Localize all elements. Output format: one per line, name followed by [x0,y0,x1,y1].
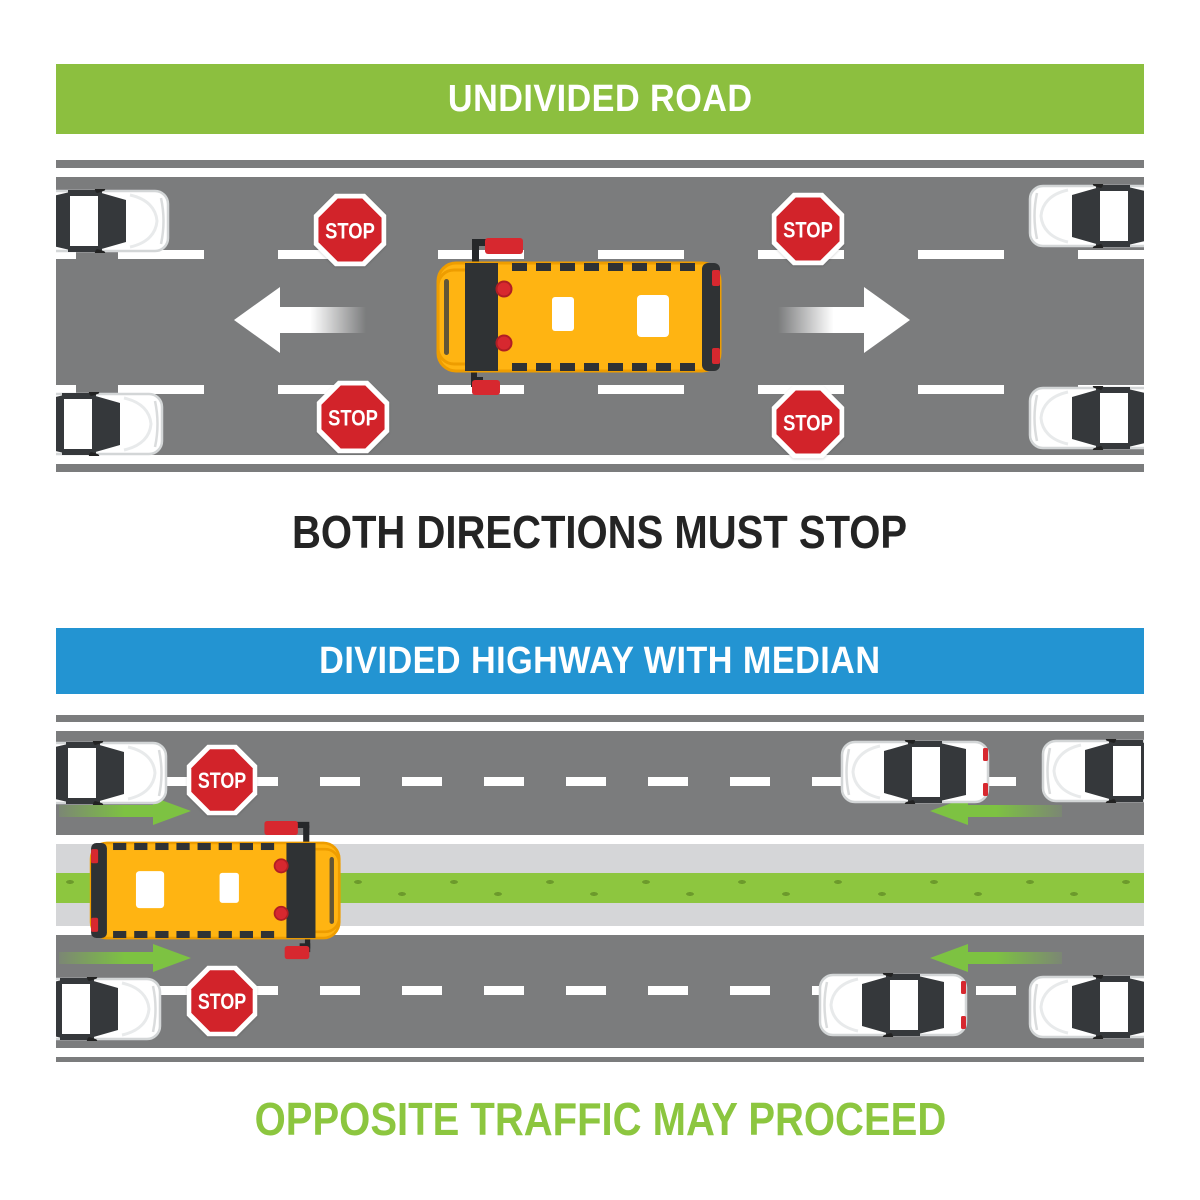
stop-sign-icon: STOP [771,385,845,459]
car-facing-left [1028,184,1144,248]
caption-both-directions: BOTH DIRECTIONS MUST STOP [0,505,1200,565]
section-title: UNDIVIDED ROAD [447,77,753,120]
green-proceed-arrow-icon [930,797,1062,825]
school-bus-icon [89,820,341,961]
car-facing-left [1028,975,1144,1039]
svg-text:STOP: STOP [783,411,833,436]
divided-highway: STOP STOP [56,715,1144,1062]
stop-sign-icon: STOP [771,192,845,266]
car-facing-right [56,189,170,253]
svg-text:STOP: STOP [325,219,375,244]
lane-marking-dashed [56,385,1144,394]
stop-sign-icon: STOP [186,744,258,816]
undivided-road: STOP STOP STOP STOP [56,160,1144,472]
left-direction-arrow-icon [234,287,366,353]
right-direction-arrow-icon [778,287,910,353]
road-edge-line [56,455,1144,464]
svg-text:STOP: STOP [198,990,246,1014]
section-header-undivided-road: UNDIVIDED ROAD [56,64,1144,134]
stop-sign-icon: STOP [313,193,387,267]
median-border-line [56,926,1144,935]
section-header-divided-highway: DIVIDED HIGHWAY WITH MEDIAN [56,628,1144,694]
stop-sign-icon: STOP [186,965,258,1037]
car-facing-right [56,977,162,1041]
car-facing-left [1041,739,1144,803]
median-border-line [56,835,1144,844]
lane-marking-dashed [56,777,1144,786]
green-proceed-arrow-icon [59,797,191,825]
section-title: DIVIDED HIGHWAY WITH MEDIAN [319,639,881,682]
road-edge-line [56,168,1144,177]
green-proceed-arrow-icon [59,944,191,972]
road-edge-line [56,722,1144,731]
car-facing-left [840,740,990,804]
stop-sign-icon: STOP [316,380,390,454]
road-edge-line [56,1048,1144,1057]
caption-opposite-traffic: OPPOSITE TRAFFIC MAY PROCEED [0,1092,1200,1152]
lane-marking-dashed [56,250,1144,259]
car-facing-right [56,741,168,805]
svg-text:STOP: STOP [198,769,246,793]
car-facing-right [56,392,164,456]
svg-text:STOP: STOP [328,406,378,431]
svg-text:STOP: STOP [783,218,833,243]
caption-text: BOTH DIRECTIONS MUST STOP [292,506,908,558]
school-bus-icon [436,237,722,397]
caption-text: OPPOSITE TRAFFIC MAY PROCEED [254,1093,946,1145]
green-proceed-arrow-icon [930,944,1062,972]
lane-marking-dashed [56,986,1144,995]
car-facing-left [818,973,968,1037]
car-facing-left [1028,386,1144,450]
